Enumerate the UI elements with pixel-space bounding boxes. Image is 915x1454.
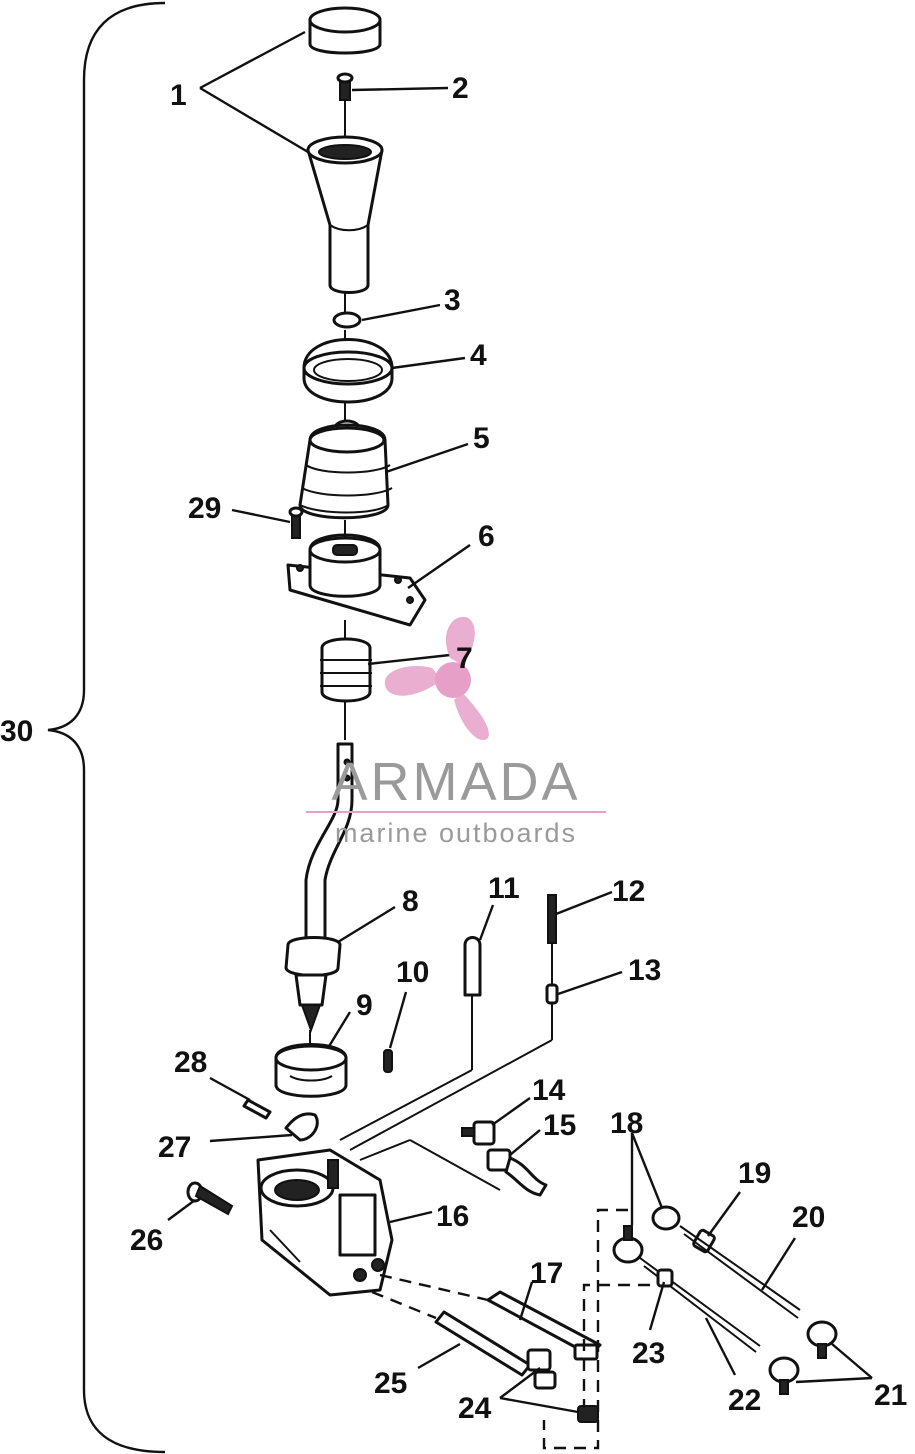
upper-housing — [286, 533, 427, 627]
callout-30: 30 — [0, 715, 33, 748]
shift-lever — [284, 742, 354, 1033]
switch-lead — [359, 1139, 548, 1197]
propeller-blade — [454, 692, 489, 741]
callout-5: 5 — [473, 422, 490, 455]
callout-8: 8 — [402, 885, 419, 918]
callout-20: 20 — [792, 1201, 825, 1234]
propeller-blade — [445, 616, 475, 665]
callout-12: 12 — [612, 875, 645, 908]
propeller-logo — [384, 616, 489, 741]
callout-19: 19 — [738, 1157, 771, 1190]
callout-28: 28 — [174, 1046, 207, 1079]
linkage-rod — [379, 1273, 602, 1361]
callout-11: 11 — [488, 872, 520, 905]
callout-labels: 1 2 3 4 5 6 7 8 9 10 11 12 13 14 15 16 1… — [0, 72, 907, 1425]
watermark-tagline: marine outboards — [335, 818, 577, 848]
callout-16: 16 — [436, 1200, 469, 1233]
callout-29: 29 — [188, 492, 221, 525]
callout-1: 1 — [170, 79, 187, 112]
callout-7: 7 — [456, 642, 473, 675]
lock-nut — [526, 1348, 599, 1423]
callout-24: 24 — [458, 1392, 492, 1425]
detent-collar — [274, 1043, 348, 1098]
washer — [332, 311, 362, 329]
threaded-rod — [547, 894, 557, 985]
connection-path — [582, 1283, 670, 1408]
callout-3: 3 — [444, 284, 461, 317]
housing-bolt — [186, 1181, 234, 1216]
propeller-hub — [435, 662, 471, 698]
control-cable — [679, 1225, 801, 1319]
lower-housing — [256, 1148, 394, 1297]
watermark-brand: ARMADA — [331, 752, 580, 812]
cable-nut — [656, 1268, 674, 1288]
detent-spring — [383, 1049, 393, 1073]
cable-ball-joint — [768, 1320, 838, 1395]
callout-22: 22 — [728, 1384, 761, 1417]
callout-18: 18 — [610, 1107, 643, 1140]
callout-21: 21 — [874, 1379, 907, 1412]
bellows-spring — [320, 637, 372, 703]
watermark: ARMADA marine outboards — [306, 616, 606, 848]
ball-joint-end — [612, 1205, 681, 1264]
clip-pin — [242, 1098, 272, 1120]
callout-25: 25 — [374, 1367, 407, 1400]
neutral-switch — [461, 1120, 496, 1146]
trim-ring — [302, 338, 394, 404]
assembly-bracket — [47, 1, 166, 1454]
callout-17: 17 — [530, 1257, 563, 1290]
callout-4: 4 — [470, 339, 487, 372]
shift-handle-grip — [306, 135, 384, 294]
callout-27: 27 — [158, 1131, 191, 1164]
callout-23: 23 — [632, 1337, 665, 1370]
rubber-boot — [298, 423, 393, 520]
lower-cable — [639, 1257, 761, 1353]
callout-10: 10 — [396, 956, 429, 989]
small-pin — [349, 983, 559, 1151]
callout-15: 15 — [543, 1109, 576, 1142]
mounting-screw — [288, 506, 304, 539]
connection-path — [542, 1208, 628, 1450]
callout-13: 13 — [628, 954, 661, 987]
propeller-blade — [384, 665, 442, 696]
callout-9: 9 — [356, 989, 373, 1022]
shift-handle-cap — [308, 6, 382, 55]
retaining-clip — [284, 1112, 319, 1142]
callout-26: 26 — [130, 1224, 163, 1257]
leader-lines — [167, 30, 873, 1414]
callout-2: 2 — [452, 72, 469, 105]
callout-6: 6 — [478, 520, 495, 553]
screw — [336, 72, 354, 101]
guide-pin — [339, 936, 482, 1141]
callout-14: 14 — [532, 1074, 566, 1107]
